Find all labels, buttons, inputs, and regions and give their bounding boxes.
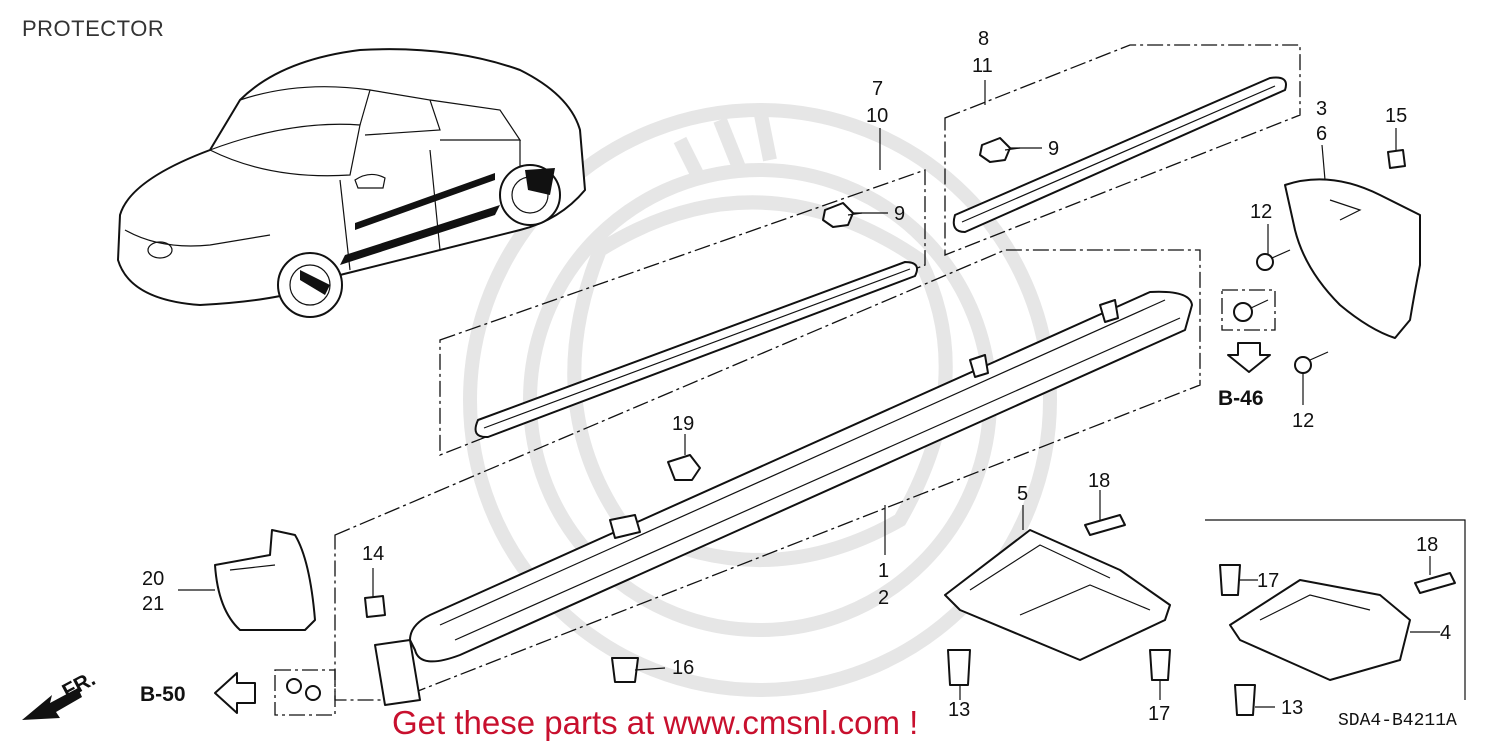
callout-9-upper: 9 xyxy=(1048,138,1059,160)
clip-17-center xyxy=(1149,649,1171,681)
clip-16 xyxy=(611,657,639,683)
callout-13-rear: 13 xyxy=(1281,697,1303,719)
callout-2: 2 xyxy=(878,587,889,609)
group-box-screws-front xyxy=(1221,289,1276,331)
callout-11: 11 xyxy=(972,55,993,77)
callout-16: 16 xyxy=(672,657,694,679)
arrow-b46 xyxy=(1227,342,1271,373)
callout-12-upper: 12 xyxy=(1250,201,1272,223)
screw-12-upper xyxy=(1256,249,1291,271)
promo-banner[interactable]: Get these parts at www.cmsnl.com ! xyxy=(392,704,919,741)
clip-15 xyxy=(1387,149,1406,169)
front-direction-arrow xyxy=(22,688,82,720)
callout-9-lower: 9 xyxy=(894,203,905,225)
upper-door-molding xyxy=(952,76,1287,233)
car-illustration xyxy=(117,48,586,318)
splash-shield xyxy=(1284,178,1421,339)
bolt-18-center xyxy=(1084,514,1126,536)
group-box-undercover xyxy=(1205,519,1466,700)
callout-5: 5 xyxy=(1017,483,1028,505)
screw-front-box xyxy=(1233,299,1269,322)
callout-7: 7 xyxy=(872,78,883,100)
group-box-screws-b50 xyxy=(274,669,336,716)
group-box-lower-molding xyxy=(439,169,926,456)
ref-b50: B-50 xyxy=(140,683,186,706)
callout-12-lower: 12 xyxy=(1292,410,1314,432)
ref-b46: B-46 xyxy=(1218,387,1264,410)
callout-17-rear: 17 xyxy=(1257,570,1279,592)
clip-13-center xyxy=(947,649,971,686)
screw-12-lower xyxy=(1294,351,1329,374)
page-title: PROTECTOR xyxy=(22,16,165,41)
callout-17-center: 17 xyxy=(1148,703,1170,725)
screws-b50 xyxy=(286,678,321,701)
leader-lines xyxy=(178,80,1440,708)
mud-guard xyxy=(214,529,316,631)
callout-3: 3 xyxy=(1316,98,1327,120)
callout-18-center: 18 xyxy=(1088,470,1110,492)
side-sill-garnish xyxy=(374,290,1193,706)
callout-20: 20 xyxy=(142,568,164,590)
callout-4: 4 xyxy=(1440,622,1451,644)
clip-17-rear xyxy=(1219,564,1241,596)
callout-8: 8 xyxy=(978,28,989,50)
clip-13-rear xyxy=(1234,684,1256,716)
callout-21: 21 xyxy=(142,593,164,615)
arrow-b50 xyxy=(214,672,256,714)
callout-10: 10 xyxy=(866,105,888,127)
callout-15: 15 xyxy=(1385,105,1407,127)
molding-clip-lower xyxy=(822,202,863,228)
diagram-code: SDA4-B4211A xyxy=(1338,711,1457,731)
clip-14 xyxy=(364,595,386,618)
callout-14: 14 xyxy=(362,543,384,565)
lower-door-molding xyxy=(474,261,918,439)
bolt-18-rear xyxy=(1414,572,1456,594)
callout-13-center: 13 xyxy=(948,699,970,721)
undercover-center xyxy=(944,529,1171,661)
callout-19: 19 xyxy=(672,413,694,435)
callout-18-rear: 18 xyxy=(1416,534,1438,556)
group-box-upper-molding xyxy=(944,44,1301,256)
clip-19 xyxy=(667,454,701,481)
undercover-rear xyxy=(1229,579,1411,681)
callout-1: 1 xyxy=(878,560,889,582)
molding-clip-upper xyxy=(979,137,1021,163)
callout-6: 6 xyxy=(1316,123,1327,145)
